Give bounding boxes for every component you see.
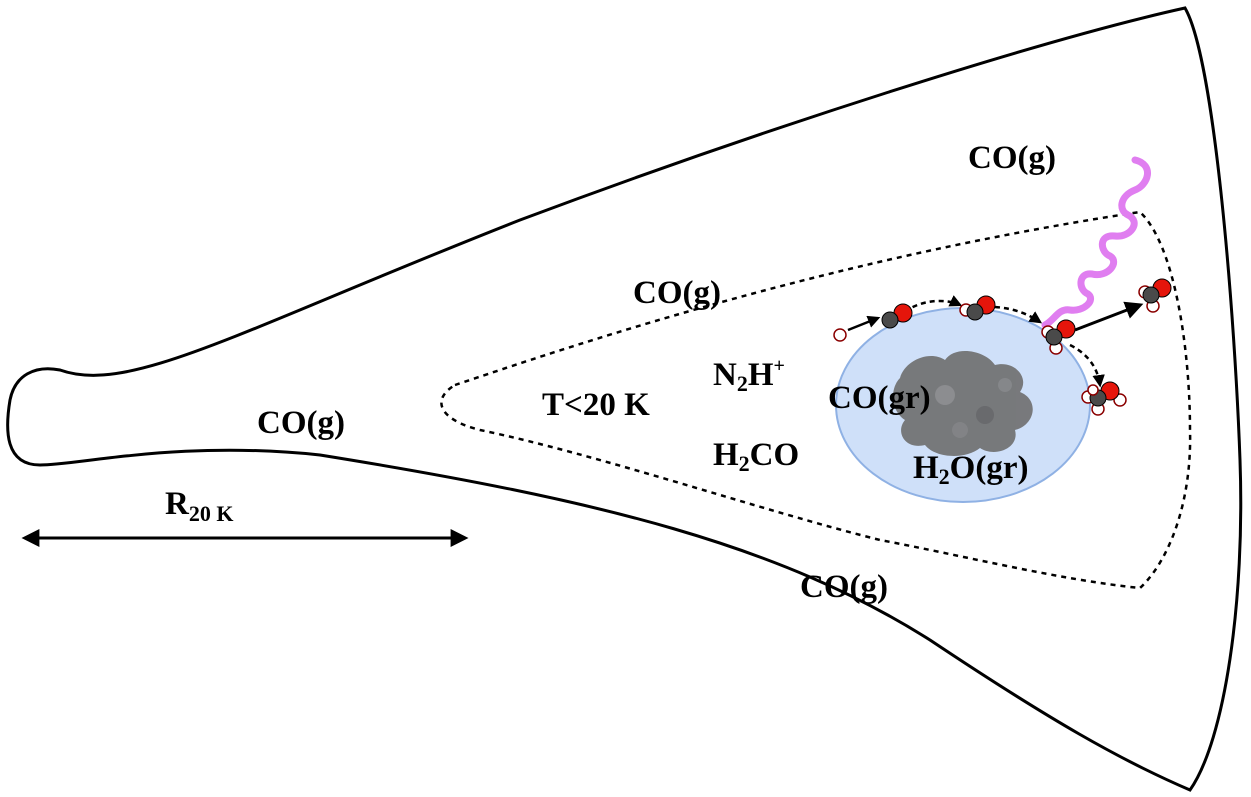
label-n2h-plus: N2H+	[713, 355, 785, 396]
cold-region-boundary	[440, 210, 1192, 590]
co-molecule-icon	[881, 303, 913, 329]
label-co-gas-top-right: CO(g)	[968, 140, 1056, 176]
h2co-hop-arrow	[1069, 343, 1105, 388]
label-co-grain: CO(gr)	[828, 380, 931, 416]
h2co-molecule-desorbed-icon	[1138, 278, 1172, 313]
h-atom-icon	[833, 328, 847, 342]
h2co-molecule-on-grain-icon	[1041, 319, 1076, 355]
hco-molecule-icon	[959, 295, 996, 321]
label-h2co: H2CO	[713, 437, 799, 476]
label-temperature: T<20 K	[542, 387, 650, 423]
envelope-outline	[6, 6, 1243, 792]
uv-photon-wave-icon	[1041, 156, 1151, 329]
dust-grain-core	[893, 350, 1033, 456]
label-co-gas-inner: CO(g)	[633, 275, 721, 311]
photodesorption-arrow	[1074, 301, 1144, 332]
label-radius: R20 K	[165, 486, 233, 526]
label-co-gas-left: CO(g)	[257, 405, 345, 441]
h-to-co-arrow	[847, 315, 881, 332]
ch3oh-molecule-icon	[1081, 381, 1127, 416]
label-co-gas-bottom: CO(g)	[800, 569, 888, 605]
hco-hop-arrow	[994, 305, 1043, 324]
label-h2o-grain: H2O(gr)	[913, 450, 1028, 489]
